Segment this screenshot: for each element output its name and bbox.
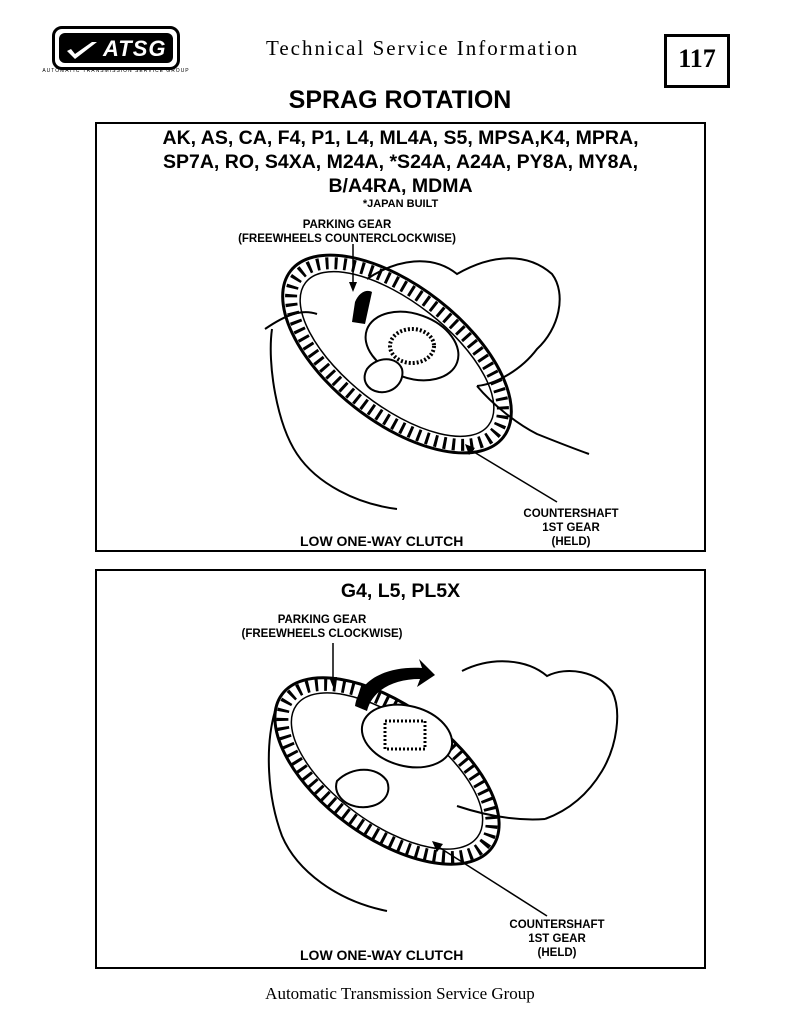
clutch-label: LOW ONE-WAY CLUTCH	[300, 947, 464, 963]
logo-ring-text: AUTOMATIC TRANSMISSION SERVICE GROUP	[42, 68, 190, 74]
logo-text: ATSG	[103, 36, 167, 61]
page-title: SPRAG ROTATION	[288, 86, 512, 114]
parking-gear-label: PARKING GEAR (FREEWHEELS CLOCKWISE)	[217, 613, 427, 641]
atsg-logo: ATSG	[52, 26, 180, 70]
page-number: 117	[678, 44, 716, 73]
models-line-2: SP7A, RO, S4XA, M24A, *S24A, A24A, PY8A,…	[162, 151, 639, 173]
countershaft-label-line2: 1ST GEAR	[542, 522, 600, 534]
countershaft-label: COUNTERSHAFT 1ST GEAR (HELD)	[493, 918, 621, 960]
gear-illustration-2	[267, 643, 619, 917]
parking-gear-label: PARKING GEAR (FREEWHEELS COUNTERCLOCKWIS…	[217, 218, 477, 246]
models-line-1: G4, L5, PL5X	[340, 580, 461, 602]
footer-text: Automatic Transmission Service Group	[265, 984, 535, 1003]
models-line-3: B/A4RA, MDMA	[328, 175, 473, 197]
parking-gear-label-line1: PARKING GEAR	[277, 614, 367, 626]
clutch-label: LOW ONE-WAY CLUTCH	[300, 533, 464, 549]
parking-gear-label-line2: (FREEWHEELS COUNTERCLOCKWISE)	[238, 233, 456, 245]
gear-illustration-1	[264, 244, 590, 510]
parking-gear-label-line1: PARKING GEAR	[302, 219, 392, 231]
countershaft-label: COUNTERSHAFT 1ST GEAR (HELD)	[509, 507, 633, 549]
logo-badge: ATSG	[59, 33, 173, 63]
countershaft-label-line3: (HELD)	[551, 536, 591, 548]
panel-counterclockwise: AK, AS, CA, F4, P1, L4, ML4A, S5, MPSA,K…	[95, 122, 706, 552]
countershaft-label-line2: 1ST GEAR	[528, 933, 586, 945]
logo-checkmark-icon	[67, 42, 97, 59]
japan-built-note: *JAPAN BUILT	[362, 198, 439, 210]
countershaft-label-line1: COUNTERSHAFT	[509, 919, 605, 931]
logo-ring: AUTOMATIC TRANSMISSION SERVICE GROUP	[40, 56, 192, 80]
parking-gear-label-line2: (FREEWHEELS CLOCKWISE)	[241, 628, 403, 640]
panel-clockwise: G4, L5, PL5X PARKING GEAR (FREEWHEELS CL…	[95, 569, 706, 969]
countershaft-label-line1: COUNTERSHAFT	[523, 508, 619, 520]
service-title: Technical Service Information	[266, 36, 580, 60]
countershaft-label-line3: (HELD)	[537, 947, 577, 959]
models-line-1: AK, AS, CA, F4, P1, L4, ML4A, S5, MPSA,K…	[162, 127, 639, 149]
page-number-box: 117	[664, 34, 730, 88]
